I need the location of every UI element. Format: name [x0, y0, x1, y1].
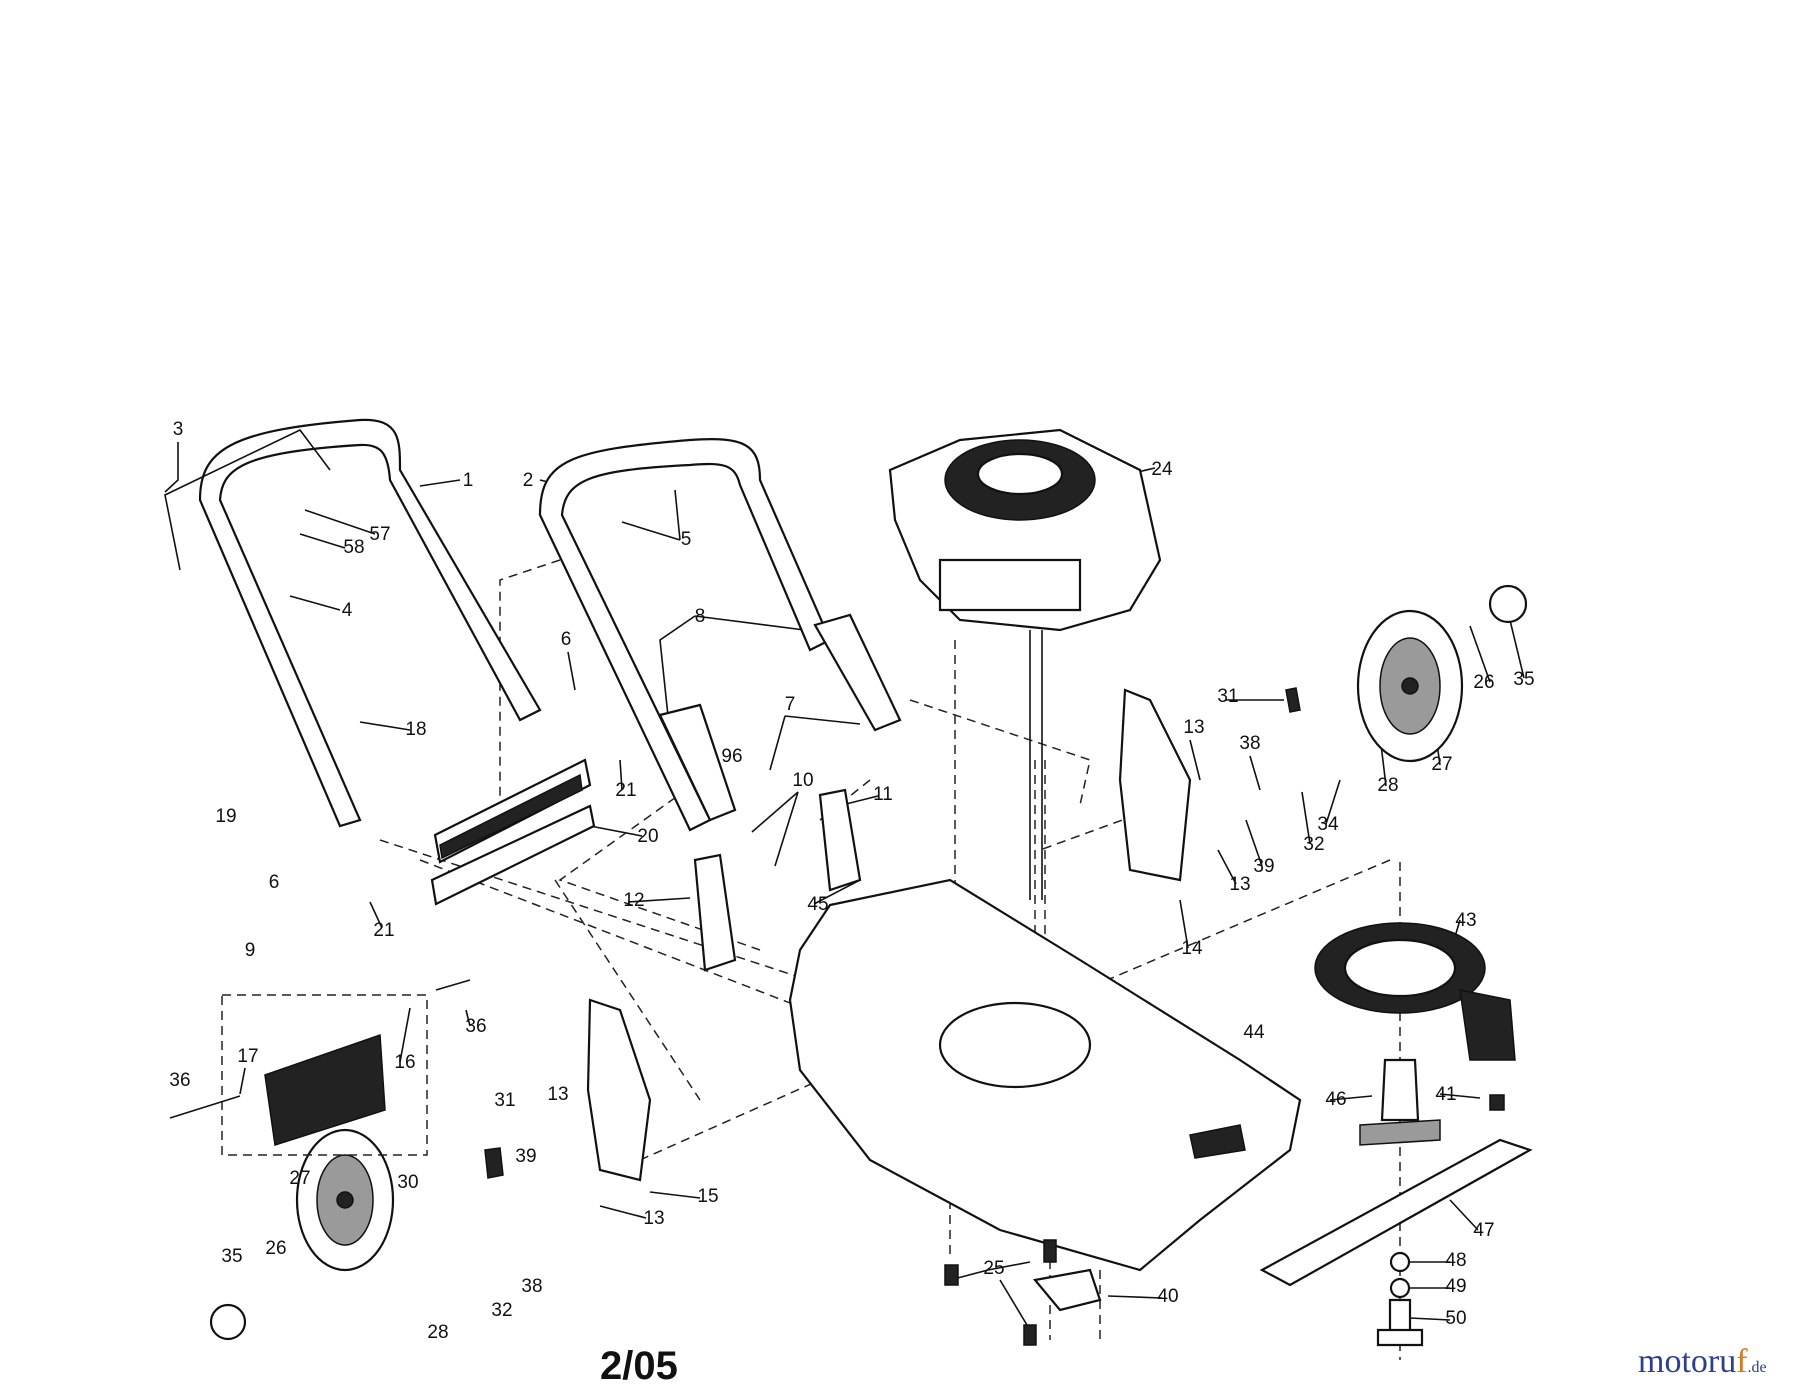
callout-c-38a: 38: [1239, 733, 1260, 754]
callout-c-9: 9: [245, 940, 256, 961]
callout-c-39b: 39: [515, 1146, 536, 1167]
callout-c-3: 3: [173, 419, 184, 440]
callout-c-13b: 13: [1229, 874, 1250, 895]
watermark-suffix: .de: [1747, 1359, 1767, 1376]
callout-c-44: 44: [1243, 1022, 1265, 1043]
callout-c-5: 5: [681, 529, 692, 550]
callout-c-20: 20: [637, 826, 658, 847]
callout-c-21b: 21: [373, 920, 394, 941]
callout-c-32b: 32: [491, 1300, 512, 1321]
callout-c-4: 4: [342, 600, 353, 621]
hubcap-35: [209, 584, 1528, 1341]
mulch-plug-kit-9: [169, 979, 471, 1156]
callout-c-35a: 35: [1513, 669, 1534, 690]
callout-c-14: 14: [1181, 938, 1203, 959]
callout-c-28b: 28: [427, 1322, 448, 1343]
height-brackets: [484, 687, 1301, 1182]
watermark-main: motoru: [1638, 1343, 1737, 1380]
engine-24: [888, 428, 1162, 900]
callout-c-39a: 39: [1253, 856, 1274, 877]
callout-c-40: 40: [1157, 1286, 1178, 1307]
callout-c-11: 11: [873, 784, 893, 805]
callout-c-45: 45: [807, 894, 828, 915]
callout-c-57: 57: [369, 524, 390, 545]
callout-c-21a: 21: [615, 780, 636, 801]
callout-c-50: 50: [1445, 1308, 1466, 1329]
callout-c-1: 1: [463, 470, 474, 491]
callout-c-26b: 26: [265, 1238, 286, 1259]
callout-c-48: 48: [1445, 1250, 1466, 1271]
callout-c-16: 16: [394, 1052, 415, 1073]
callout-c-7: 7: [785, 694, 796, 715]
callout-c-38b: 38: [521, 1276, 542, 1297]
callout-c-30: 30: [397, 1172, 418, 1193]
callout-c-15: 15: [697, 1186, 718, 1207]
callout-c-96: 96: [721, 746, 742, 767]
leader-lines: [164, 442, 1525, 1331]
watermark-logo: motoruf.de: [1638, 1343, 1767, 1381]
callout-c-17: 17: [237, 1046, 258, 1067]
callout-c-27b: 27: [289, 1168, 310, 1189]
callout-c-24: 24: [1151, 459, 1173, 480]
callout-c-6b: 6: [269, 872, 280, 893]
callout-c-31a: 31: [1217, 686, 1238, 707]
bag-frame-20: [430, 758, 596, 906]
callout-c-31b: 31: [494, 1090, 515, 1111]
callout-c-32a: 32: [1303, 834, 1324, 855]
callout-c-58: 58: [343, 537, 364, 558]
callout-c-10: 10: [792, 770, 813, 791]
upper-handle-left: [198, 418, 542, 828]
callout-c-36b: 36: [169, 1070, 190, 1091]
callout-c-47: 47: [1473, 1220, 1494, 1241]
callout-c-26a: 26: [1473, 672, 1494, 693]
callout-c-27a: 27: [1431, 754, 1452, 775]
watermark-accent: f: [1736, 1343, 1748, 1380]
callout-c-28a: 28: [1377, 775, 1398, 796]
callout-c-13d: 13: [643, 1208, 664, 1229]
callout-c-19: 19: [215, 806, 236, 827]
callout-c-18: 18: [405, 719, 426, 740]
callout-c-6a: 6: [561, 629, 572, 650]
callout-c-8: 8: [695, 606, 706, 627]
callout-c-35b: 35: [221, 1246, 242, 1267]
callout-c-2: 2: [523, 470, 534, 491]
callout-c-43: 43: [1455, 910, 1476, 931]
callout-c-49: 49: [1445, 1276, 1466, 1297]
callout-c-13a: 13: [1183, 717, 1204, 738]
callout-c-41: 41: [1435, 1084, 1456, 1105]
mower-deck-44: [788, 878, 1302, 1272]
bracket-40: [944, 1239, 1102, 1346]
wheel-27-right: [1356, 609, 1464, 763]
lower-handle-sleeves: [658, 613, 902, 822]
date-code: 2/05: [600, 1344, 678, 1388]
callout-c-46: 46: [1325, 1089, 1346, 1110]
callout-c-36a: 36: [465, 1016, 486, 1037]
wheel-27-left: [295, 1128, 395, 1272]
callout-c-13c: 13: [547, 1084, 568, 1105]
callout-c-34: 34: [1317, 814, 1339, 835]
control-bar-3: [164, 428, 331, 571]
blade-assembly: [1259, 922, 1533, 1347]
callout-c-25: 25: [983, 1258, 1004, 1279]
callout-c-12: 12: [623, 890, 644, 911]
